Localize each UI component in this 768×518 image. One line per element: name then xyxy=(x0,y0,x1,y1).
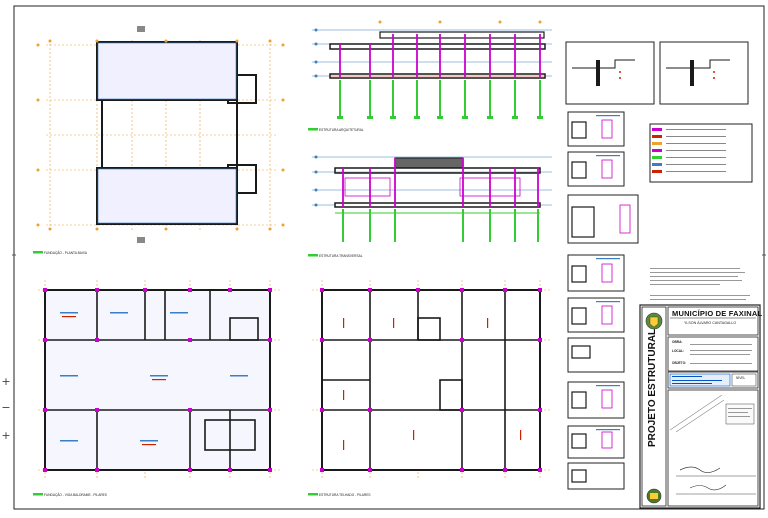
elevation-transversal: ESTRUTURA TRANSVERSAL xyxy=(308,155,552,258)
title-block xyxy=(639,304,761,509)
coat-of-arms-icon xyxy=(645,312,663,330)
plan-foundation-top: FUNDAÇÃO - PLANTA BAIXA xyxy=(33,26,285,255)
field-label-local: LOCAL: xyxy=(672,349,685,353)
drawing-label-3: ESTRUTURA TRANSVERSAL xyxy=(319,254,363,258)
fit-view-icon[interactable]: + xyxy=(1,429,11,442)
elevation-architectural: ESTRUTURA ARQUITETURAL xyxy=(308,20,552,132)
signature-1 xyxy=(679,466,721,473)
sheet-border xyxy=(13,5,765,510)
legend-box xyxy=(649,123,753,183)
drawing-label-5: ESTRUTURA TELHADO - PILARES xyxy=(319,493,370,497)
zoom-in-icon[interactable]: + xyxy=(1,375,11,388)
signature-2 xyxy=(689,484,727,491)
discipline-label: PROJETO ESTRUTURAL xyxy=(647,328,658,447)
detail-sections xyxy=(565,41,753,490)
drawing-label-1: FUNDAÇÃO - PLANTA BAIXA xyxy=(44,250,88,255)
plan-foundation-beams: FUNDAÇÃO - VIGA BALDRAME - PILARES xyxy=(33,280,282,497)
drawing-label-4: FUNDAÇÃO - VIGA BALDRAME - PILARES xyxy=(44,492,107,497)
footer-logo-icon xyxy=(646,488,662,504)
field-label-objeto: OBJETO: xyxy=(672,361,687,365)
drawing-label-2: ESTRUTURA ARQUITETURAL xyxy=(319,128,364,132)
mayor-name: YLSON ÁLVARO CANTAGALLO xyxy=(684,321,737,325)
municipality-name: MUNICÍPIO DE FAXINAL xyxy=(672,309,763,318)
field-label-obra: OBRA: xyxy=(672,340,683,344)
plan-roof-pillars: ESTRUTURA TELHADO - PILARES xyxy=(308,280,552,497)
stamp-label: NÍVEL xyxy=(736,376,746,380)
zoom-out-icon[interactable]: − xyxy=(1,401,11,414)
